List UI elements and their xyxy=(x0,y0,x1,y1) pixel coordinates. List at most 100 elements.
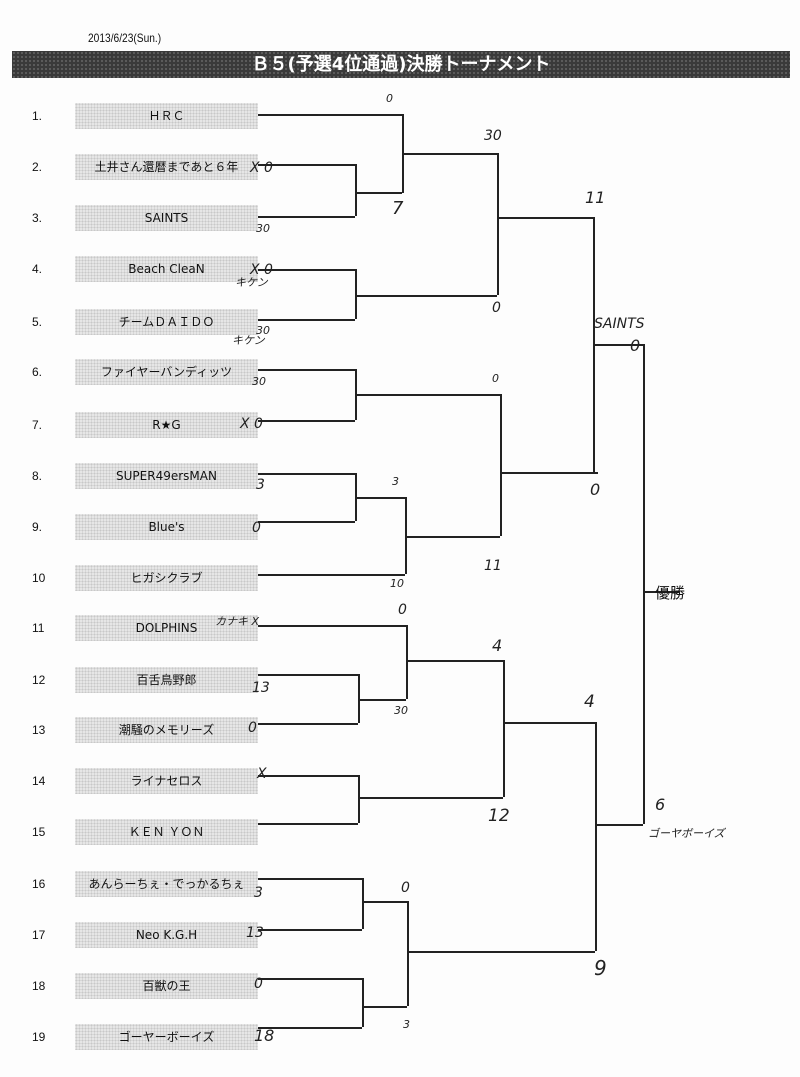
annotation: カナキ X xyxy=(215,615,260,628)
seed-number: 19 xyxy=(32,1030,46,1044)
bracket-line xyxy=(358,674,360,723)
bracket-line xyxy=(593,344,643,346)
seed-number: 5. xyxy=(32,315,43,329)
score: 30 xyxy=(256,222,270,235)
seed-number: 2. xyxy=(32,160,43,174)
score: 10 xyxy=(390,577,404,590)
seed-number: 17 xyxy=(32,928,46,942)
bracket-line xyxy=(362,878,364,929)
bracket-line xyxy=(258,878,362,880)
bracket-line xyxy=(355,164,357,216)
score: 3 xyxy=(392,475,399,488)
team-name: DOLPHINS xyxy=(75,615,258,641)
bracket-line xyxy=(258,164,355,166)
bracket-line xyxy=(258,723,358,725)
bracket-line xyxy=(503,722,595,724)
team-name: ヒガシクラブ xyxy=(75,565,258,591)
annotation: キケン xyxy=(235,276,268,289)
seed-number: 11 xyxy=(32,621,45,635)
team-name: ＫＥＮ ＹＯＮ xyxy=(75,819,258,845)
bracket-line xyxy=(358,775,360,823)
score: 0 xyxy=(492,372,499,385)
bracket-line xyxy=(595,824,643,826)
score: 0 xyxy=(386,92,393,105)
score: 30 xyxy=(252,375,266,388)
bracket-line xyxy=(355,269,357,319)
bracket-line xyxy=(497,153,499,295)
bracket-line xyxy=(258,473,355,475)
bracket-line xyxy=(503,660,505,797)
annotation: キケン xyxy=(232,334,265,347)
score: 30 xyxy=(256,324,270,337)
seed-number: 1. xyxy=(32,109,43,123)
bracket-line xyxy=(407,901,409,1006)
bracket-line xyxy=(362,978,364,1027)
champion-label: 優勝 xyxy=(655,584,686,602)
score: 0 xyxy=(398,602,407,618)
score: 3 xyxy=(254,885,263,901)
bracket-line xyxy=(362,1006,407,1008)
seed-number: 13 xyxy=(32,723,46,737)
team-name: R★G xyxy=(75,412,258,438)
finalist-label: ゴーヤボーイズ xyxy=(648,827,725,840)
bracket-line xyxy=(362,901,407,903)
date: 2013/6/23(Sun.) xyxy=(88,31,162,45)
bracket-line xyxy=(358,699,406,701)
score: 0 xyxy=(630,336,641,355)
bracket-line xyxy=(258,1027,362,1029)
team-name: Beach CleaN xyxy=(75,256,258,282)
team-name: SAINTS xyxy=(75,205,258,231)
bracket-line xyxy=(643,591,680,593)
seed-number: 8. xyxy=(32,469,43,483)
seed-number: 4. xyxy=(32,262,43,276)
bracket-line xyxy=(258,574,405,576)
bracket-line xyxy=(355,394,500,396)
score: 3 xyxy=(403,1018,410,1031)
bracket-line xyxy=(497,217,593,219)
score: 18 xyxy=(254,1026,275,1045)
bracket-line xyxy=(258,114,402,116)
bracket-line xyxy=(258,775,358,777)
bracket-line xyxy=(258,369,355,371)
score: 13 xyxy=(252,680,270,696)
seed-number: 3. xyxy=(32,211,43,225)
score: 7 xyxy=(392,198,404,219)
bracket-line xyxy=(500,394,502,536)
bracket-line xyxy=(258,674,358,676)
score: 0 xyxy=(492,300,501,316)
team-name: ゴーヤーボーイズ xyxy=(75,1024,258,1050)
score: 11 xyxy=(484,558,502,574)
score: 4 xyxy=(492,636,503,655)
score: X 0 xyxy=(250,160,273,176)
score: X 0 xyxy=(240,416,263,432)
bracket-line xyxy=(258,823,358,825)
bracket-line xyxy=(405,497,407,574)
team-name: ライナセロス xyxy=(75,768,258,794)
seed-number: 9. xyxy=(32,520,43,534)
score: 0 xyxy=(254,976,263,992)
team-name: SUPER49ersMAN xyxy=(75,463,258,489)
score: 30 xyxy=(394,704,408,717)
bracket-line xyxy=(402,153,497,155)
score: 0 xyxy=(252,520,261,536)
score: 9 xyxy=(594,956,607,980)
bracket-line xyxy=(258,929,362,931)
seed-number: 15 xyxy=(32,825,46,839)
bracket-line xyxy=(258,269,355,271)
team-name: 百舌鳥野郎 xyxy=(75,667,258,693)
bracket-line xyxy=(258,978,362,980)
score: 12 xyxy=(488,806,510,826)
team-name: ファイヤーバンディッツ xyxy=(75,359,258,385)
bracket-line xyxy=(405,536,500,538)
seed-number: 16 xyxy=(32,877,46,891)
seed-number: 14 xyxy=(32,774,46,788)
bracket-line xyxy=(258,625,406,627)
bracket-line xyxy=(406,625,408,699)
finalist-label: SAINTS xyxy=(594,316,645,332)
bracket-line xyxy=(643,344,645,824)
bracket-line xyxy=(406,660,503,662)
seed-number: 7. xyxy=(32,418,43,432)
team-name: Blue's xyxy=(75,514,258,540)
score: 11 xyxy=(585,188,606,207)
